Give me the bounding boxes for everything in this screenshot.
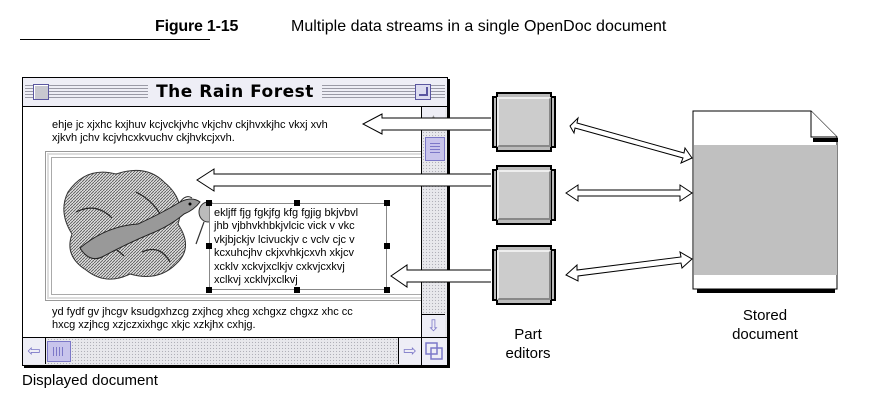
image-part-frame[interactable]: [45, 151, 433, 301]
embedded-text-line: xcklv xckvjxclkjv cxkvjcxkvj: [214, 260, 345, 273]
embedded-text-line: kcxuhcjhv ckjxvhkjcxvh xkjcv: [214, 247, 354, 260]
stored-label-line: document: [732, 326, 798, 343]
scroll-down-button[interactable]: ⇩: [422, 314, 445, 337]
double-arrow-editor2-stored: [565, 184, 693, 202]
vertical-scrollbar[interactable]: ▲ ⇩: [421, 107, 447, 337]
arrow-editor3-to-textpart: [390, 264, 491, 288]
embedded-text-line: jhb vjbhvkhbkjvlcic vick v vkc: [214, 220, 355, 233]
part-editors-label-line: Part: [514, 326, 542, 343]
editor-face: [497, 170, 551, 220]
scroll-left-button[interactable]: ⇦: [23, 338, 46, 364]
displayed-document-window: The Rain Forest ehje jc xjxhc kxjhuv kcj…: [22, 77, 448, 366]
double-arrow-editor3-stored: [565, 251, 693, 282]
window-titlebar[interactable]: The Rain Forest: [23, 78, 447, 107]
editor-face: [497, 250, 551, 300]
embedded-text-line: vkjbjckjv lcivuckjv c vclv cjc v: [214, 233, 355, 246]
paragraph-bottom: yd fydf gv jhcgv ksudgxhzcg zxjhcg xhcg …: [52, 306, 353, 332]
arrow-right-icon: ⇨: [403, 343, 417, 360]
resize-handle[interactable]: [206, 243, 212, 249]
resize-handle[interactable]: [206, 287, 212, 293]
embedded-text-body: ekljff fjg fgkjfg kfg fgjig bkjvbvl jhb …: [214, 207, 386, 287]
caption-rule: [20, 39, 210, 40]
figure-title: Multiple data streams in a single OpenDo…: [291, 18, 667, 35]
grow-box-icon[interactable]: [421, 337, 447, 365]
resize-handle[interactable]: [206, 200, 212, 206]
arrow-down-icon: ⇩: [426, 318, 441, 335]
resize-icon: [425, 342, 443, 360]
paragraph-bottom-line: yd fydf gv jhcgv ksudgxhzcg zxjhcg xhcg …: [52, 306, 353, 318]
part-editor-1[interactable]: [492, 92, 556, 152]
document-content: ehje jc xjxhc kxjhuv kcjvckjvhc vkjchv c…: [23, 107, 433, 337]
stored-document: [692, 110, 838, 293]
arrow-left-icon: ⇦: [27, 343, 41, 360]
horizontal-scrollbar[interactable]: ⇦ ⇨: [23, 337, 421, 365]
stored-data-streams: [694, 145, 837, 275]
vertical-scroll-thumb[interactable]: [425, 137, 445, 161]
paragraph-bottom-line: hxcg xzjhcg xzjczxixhgc xkjc xzkjhx cxhj…: [52, 319, 256, 331]
resize-handle[interactable]: [384, 243, 390, 249]
stored-document-icon: [692, 110, 838, 293]
figure-number: Figure 1-15: [155, 18, 239, 35]
stored-label-line: Stored: [742, 307, 788, 324]
paragraph-top-line: ehje jc xjxhc kxjhuv kcjvckjvhc vkjchv c…: [52, 119, 328, 131]
double-arrow-editor1-stored: [569, 116, 693, 164]
stored-document-label: Stored document: [710, 306, 820, 344]
resize-handle[interactable]: [384, 200, 390, 206]
part-editor-2[interactable]: [492, 165, 556, 225]
part-editors-label: Part editors: [488, 325, 568, 363]
resize-handle[interactable]: [384, 287, 390, 293]
part-editors-label-line: editors: [505, 345, 551, 362]
displayed-document-label: Displayed document: [22, 372, 158, 389]
window-title: The Rain Forest: [148, 82, 322, 102]
part-editor-3[interactable]: [492, 245, 556, 305]
scroll-right-button[interactable]: ⇨: [398, 338, 421, 364]
paragraph-top: ehje jc xjxhc kxjhuv kcjvckjvhc vkjchv c…: [52, 119, 328, 145]
close-box-icon[interactable]: [33, 84, 49, 100]
editor-face: [497, 97, 551, 147]
embedded-text-line: xclkvj xcklvjxclkvj: [214, 274, 298, 287]
arrow-editor2-to-image: [196, 168, 491, 192]
resize-handle[interactable]: [294, 287, 300, 293]
embedded-text-line: ekljff fjg fgkjfg kfg fgjig bkjvbvl: [214, 207, 359, 219]
embedded-text-part[interactable]: ekljff fjg fgkjfg kfg fgjig bkjvbvl jhb …: [206, 200, 390, 293]
resize-handle[interactable]: [294, 200, 300, 206]
horizontal-scroll-thumb[interactable]: [47, 341, 71, 362]
lizard-illustration: [63, 169, 218, 280]
arrow-editor1-to-text: [361, 113, 491, 135]
paragraph-top-line: xjkvh jchv kcjvhcxkvuchv ckjhvkcjxvh.: [52, 132, 235, 144]
lizard: [79, 196, 201, 260]
zoom-box-icon[interactable]: [415, 84, 431, 100]
